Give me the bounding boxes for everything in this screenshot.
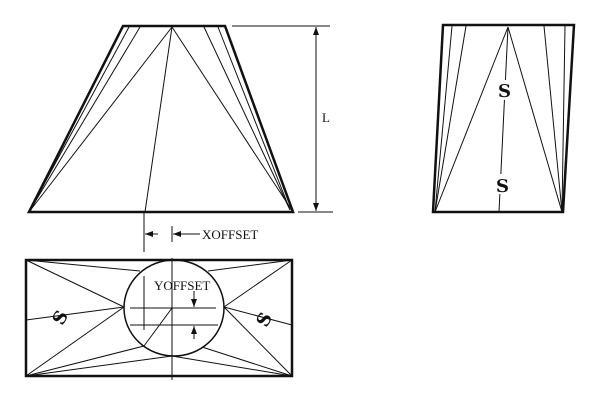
y-offset-construction (130, 258, 218, 380)
y-offset-label: YOFFSET (154, 278, 210, 293)
length-label: L (322, 110, 330, 125)
x-offset-dimension (143, 212, 200, 252)
break-mark-right: S (252, 309, 277, 331)
break-mark-left: S (48, 307, 73, 329)
plan-view-fan-lines (25, 259, 293, 377)
length-dimension (232, 25, 333, 213)
break-mark-side-upper: S (498, 81, 511, 102)
x-offset-label: XOFFSET (202, 227, 258, 242)
break-mark-side-lower: S (496, 176, 509, 197)
plan-view (24, 258, 294, 380)
front-view-fan-lines (28, 26, 294, 213)
front-view (26, 24, 295, 214)
